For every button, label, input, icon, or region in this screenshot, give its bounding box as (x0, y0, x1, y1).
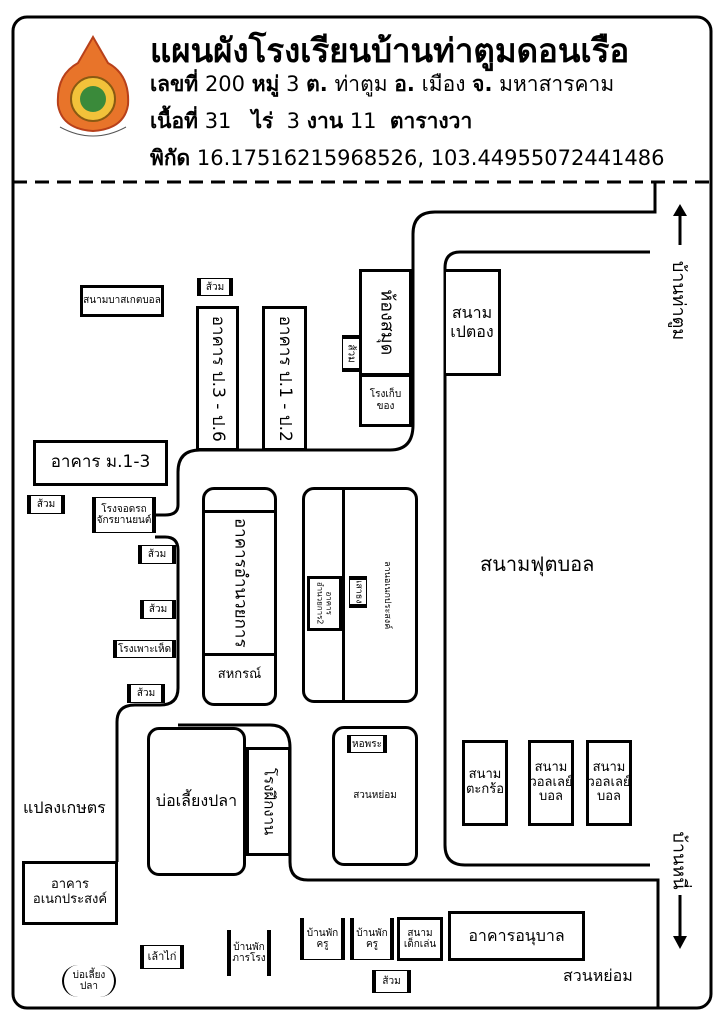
arrow-down-icon (673, 936, 687, 949)
volleyball-court: สนามวอลเลย์บอล (528, 740, 574, 826)
multipurpose-yard-group: อาคารอำนวยการ2 เสาธง ลานอเนกประสงค์ (302, 487, 418, 703)
teacher-house: บ้านพักครู (350, 918, 394, 960)
mushroom-house: โรงเพาะเห็ด (113, 640, 176, 658)
building-m1-3: อาคาร ม.1-3 (33, 440, 168, 486)
toilet: ส้วม (27, 495, 65, 514)
admin-building-group: อาคารอำนวยการ สหกรณ์ (202, 487, 277, 706)
admin-building-2: อาคารอำนวยการ2 (307, 576, 343, 631)
fish-pond: บ่อเลี้ยงปลา (147, 727, 246, 876)
direction-ban-tha-tum: บ้านท่าตูม (668, 260, 690, 340)
basketball-court: สนามบาสเกตบอล (80, 285, 164, 317)
coordinates-line: พิกัด 16.17516215968526, 103.44955072441… (150, 146, 665, 170)
road-edge (178, 723, 660, 1008)
kindergarten-building: อาคารอนุบาล (448, 911, 585, 961)
teacher-house: บ้านพักครู (300, 918, 345, 960)
flagpole: เสาธง (349, 576, 367, 608)
multipurpose-yard: ลานอเนกประสงค์ (382, 560, 393, 630)
address-line: เลขที่ 200 หมู่ 3 ต. ท่าตูม อ. เมือง จ. … (150, 72, 615, 96)
takraw-court: สนามตะกร้อ (462, 740, 508, 826)
arrow-up-icon (673, 204, 687, 216)
school-logo (50, 34, 136, 141)
direction-ban-nhi: บ้านหนี่ (668, 830, 690, 890)
cooperative-store: สหกรณ์ (217, 667, 262, 682)
football-field: สนามฟุตบอล (480, 552, 595, 576)
playground: สนามเด็กเล่น (397, 917, 443, 961)
petanque-court: สนามเปตอง (446, 269, 501, 376)
toilet: ส้วม (140, 600, 176, 619)
small-fish-pond: บ่อเลี้ยงปลา (62, 965, 116, 997)
area-line: เนื้อที่ 31 ไร่ 3 งาน 11 ตารางวา (150, 109, 473, 133)
shrine: หอพระ (347, 735, 387, 753)
toilet: ส้วม (127, 684, 165, 703)
building-p3-p6: อาคาร ป.3 - ป.6 (196, 306, 239, 451)
map-border (11, 15, 713, 1010)
field-enclosure (443, 250, 650, 867)
building-p1-p2: อาคาร ป.1 - ป.2 (262, 306, 307, 451)
road-edge (155, 182, 657, 517)
toilet: ส้วม (138, 545, 176, 564)
admin-building: อาคารอำนวยการ (202, 510, 277, 656)
page-title: แผนผังโรงเรียนบ้านท่าตูมดอนเรือ (150, 31, 630, 70)
multipurpose-building: อาคารอเนกประสงค์ (22, 861, 118, 925)
road-edge (115, 535, 180, 862)
yard-divider (342, 487, 345, 703)
farm-plot: แปลงเกษตร (23, 798, 106, 817)
janitor-house: บ้านพักภารโรง (227, 930, 271, 976)
toilet: ส้วม (372, 970, 411, 993)
storage-shed: โรงเก็บของ (359, 374, 412, 427)
toilet: ส้วม (197, 278, 233, 296)
toilet: ส้วม (342, 335, 360, 372)
workshop: โรงฝึกงาน (246, 747, 291, 856)
chicken-coop: เล้าไก่ (140, 945, 184, 969)
library: ห้องสมุด (359, 269, 412, 376)
motorcycle-shed: โรงจอดรถจักรยานยนต์ (92, 497, 156, 533)
volleyball-court: สนามวอลเลย์บอล (586, 740, 632, 826)
garden-label: สวนหย่อม (563, 966, 633, 985)
